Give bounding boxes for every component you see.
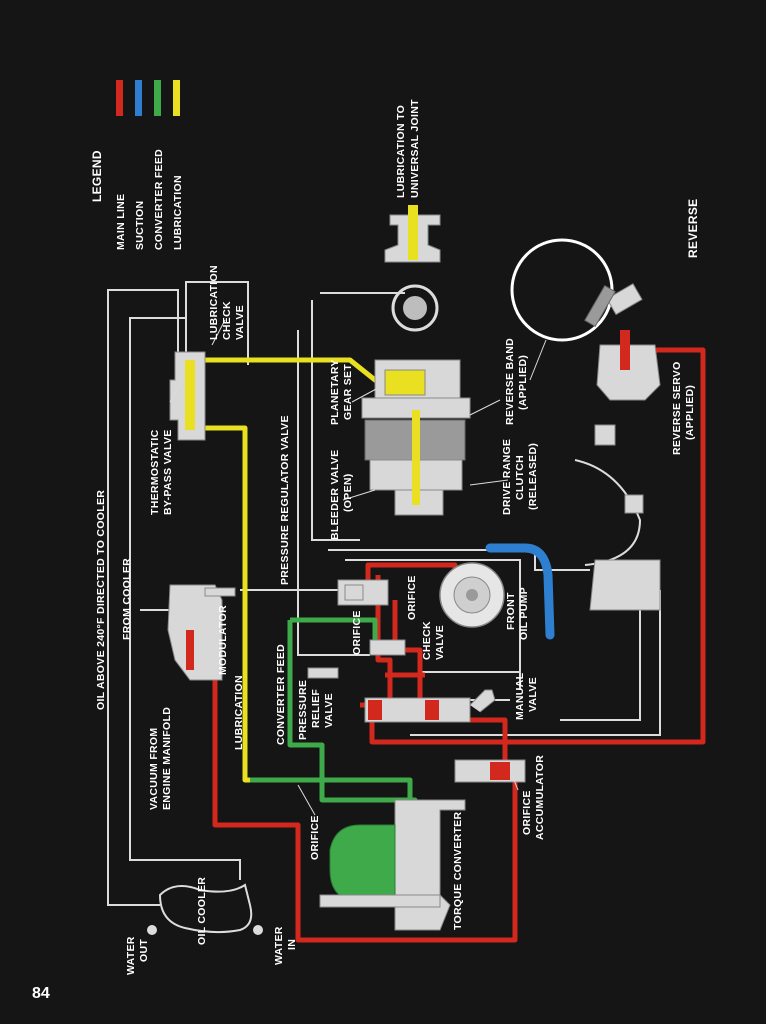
label-front: FRONT (505, 592, 517, 630)
front-oil-pump (439, 562, 505, 628)
label-water-in-1: WATER (273, 926, 285, 965)
label-drive-range: DRIVE RANGE (501, 439, 513, 515)
water-in-fitting (253, 925, 263, 935)
label-modulator: MODULATOR (217, 605, 229, 675)
label-reverse-band: REVERSE BAND (504, 338, 516, 425)
label-universal-joint: UNIVERSAL JOINT (409, 99, 421, 198)
label-accumulator: ACCUMULATOR (534, 755, 546, 840)
label-orifice-c: ORIFICE (309, 815, 321, 860)
label-clutch: CLUTCH (514, 455, 526, 500)
label-bleeder-open: (OPEN) (342, 473, 354, 512)
torque-converter (319, 799, 466, 931)
drive-clutch-servo-assembly (574, 424, 661, 611)
label-lubrication-check-3: VALVE (234, 305, 246, 340)
label-check-valve: VALVE (434, 625, 446, 660)
label-oil-cooler: OIL COOLER (196, 877, 208, 945)
planetary-and-clutch-assembly (361, 359, 471, 516)
label-lubrication: LUBRICATION (233, 675, 245, 750)
legend-item-lubrication: LUBRICATION (172, 175, 184, 250)
label-relief: RELIEF (310, 689, 322, 728)
reverse-servo-assembly (584, 283, 661, 401)
label-orifice-acc: ORIFICE (521, 790, 533, 835)
label-check: CHECK (421, 621, 433, 660)
label-water-out-2: OUT (138, 939, 150, 962)
label-planetary: PLANETARY (329, 359, 341, 425)
label-converter-feed: CONVERTER FEED (275, 644, 287, 745)
label-vacuum-from: VACUUM FROM (148, 728, 160, 810)
legend-swatch-suction (135, 80, 142, 116)
modulator (167, 584, 236, 681)
label-by-pass-valve: BY-PASS VALVE (162, 429, 174, 515)
lubrication-to-universal-joint-assembly (384, 205, 441, 263)
label-engine-manifold: ENGINE MANIFOLD (161, 707, 173, 810)
oil-cooler (147, 883, 263, 935)
label-pressure-regulator-valve: PRESSURE REGULATOR VALVE (279, 415, 291, 585)
label-from-cooler: FROM COOLER (121, 558, 133, 640)
legend-item-suction: SUCTION (134, 201, 146, 250)
legend: LEGEND MAIN LINE SUCTION CONVERTER FEED … (90, 80, 184, 250)
label-water-out-1: WATER (125, 936, 137, 975)
legend-swatch-converter-feed (154, 80, 161, 116)
label-bleeder-valve: BLEEDER VALVE (329, 450, 341, 540)
label-torque-converter: TORQUE CONVERTER (452, 812, 464, 930)
label-gear-set: GEAR SET (342, 364, 354, 420)
label-reverse-band-applied: (APPLIED) (517, 355, 529, 410)
mode-title: REVERSE (686, 199, 700, 258)
manual-valve (364, 689, 496, 723)
page-number: 84 (32, 985, 50, 1002)
legend-swatch-lubrication (173, 80, 180, 116)
label-lubrication-check-1: LUBRICATION (208, 265, 220, 340)
orifice-accumulator (454, 759, 526, 783)
check-valve (369, 639, 406, 656)
pressure-relief-valve (307, 667, 339, 679)
label-clutch-released: (RELEASED) (527, 443, 539, 510)
reverse-band-gear (391, 284, 439, 332)
label-oil-pump: OIL PUMP (518, 587, 530, 640)
label-reverse-servo: REVERSE SERVO (671, 361, 683, 455)
legend-item-converter-feed: CONVERTER FEED (153, 149, 165, 250)
label-water-in-2: IN (286, 939, 298, 950)
label-manual: MANUAL (514, 672, 526, 720)
legend-swatch-main-line (116, 80, 123, 116)
label-lubrication-check-2: CHECK (221, 301, 233, 340)
label-manual-valve: VALVE (527, 677, 539, 712)
suction-circuit (485, 543, 555, 640)
legend-title: LEGEND (90, 150, 104, 202)
label-lubrication-to: LUBRICATION TO (395, 105, 407, 198)
label-relief-valve: VALVE (323, 693, 335, 728)
labels: LUBRICATION TO UNIVERSAL JOINT OIL ABOVE… (95, 99, 700, 975)
water-out-fitting (147, 925, 157, 935)
label-pressure: PRESSURE (297, 680, 309, 740)
label-orifice-b: ORIFICE (406, 575, 418, 620)
legend-item-main-line: MAIN LINE (115, 194, 127, 250)
leader-lines (169, 319, 547, 816)
thermostatic-by-pass-valve (169, 351, 206, 441)
reverse-band (510, 238, 614, 342)
label-orifice-a: ORIFICE (351, 610, 363, 655)
label-thermostatic: THERMOSTATIC (149, 429, 161, 515)
label-oil-above: OIL ABOVE 240°F DIRECTED TO COOLER (95, 490, 107, 710)
label-reverse-servo-applied: (APPLIED) (684, 385, 696, 440)
pressure-regulator-valve (337, 579, 389, 606)
